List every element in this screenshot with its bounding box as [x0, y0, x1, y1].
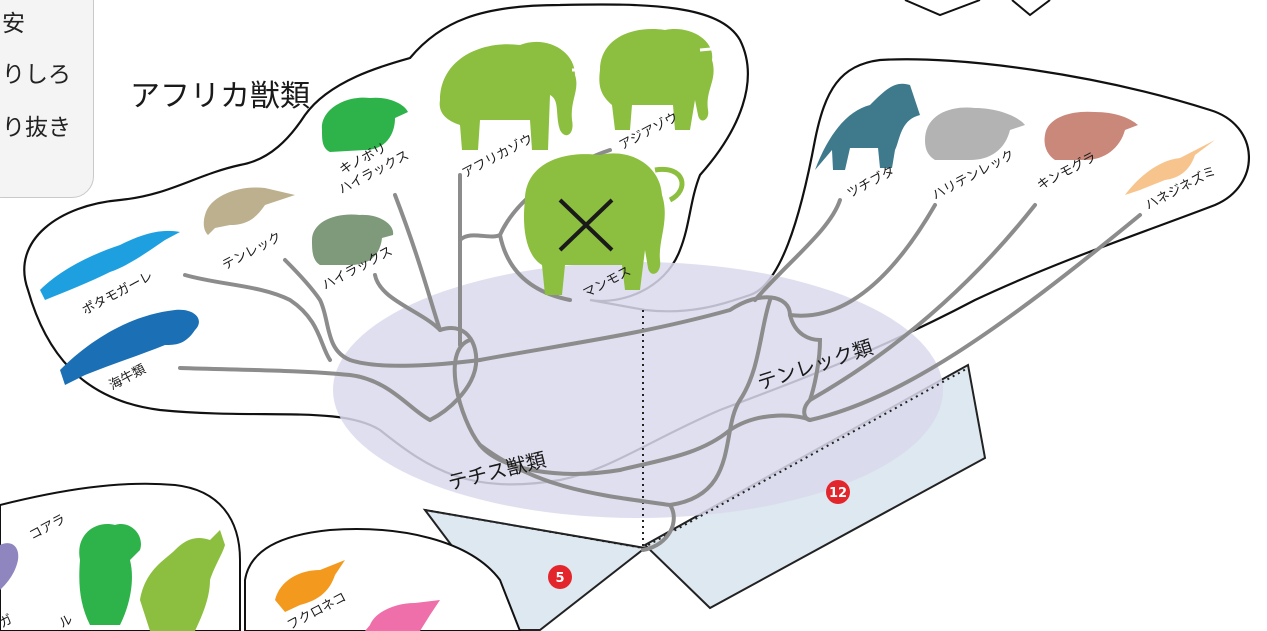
tree-hyrax-icon — [321, 97, 408, 152]
legend-line-2: りしろ — [2, 62, 71, 88]
legend-line-1: 安 — [2, 11, 25, 37]
tenrec-icon — [203, 187, 295, 235]
golden-mole-icon — [1044, 111, 1138, 160]
branch-aardvark — [753, 198, 842, 302]
kangaroo-icon — [140, 530, 225, 631]
branch-potamogale — [183, 273, 332, 362]
branch-tree-hyrax — [393, 193, 442, 332]
branch-hedgehog-tenrec — [788, 203, 937, 318]
hyrax-icon — [312, 214, 394, 265]
branch-tenrec-group — [668, 298, 772, 507]
pink-animal-icon — [365, 600, 440, 631]
quoll-icon — [275, 560, 345, 612]
label-partial-left-2: ル — [57, 612, 76, 631]
sirenia-icon — [60, 309, 199, 385]
purple-animal-icon — [0, 543, 19, 590]
phylo-tree — [178, 148, 1142, 552]
aardvark-icon — [815, 83, 920, 170]
mammoth-icon — [523, 153, 685, 295]
hedgehog-tenrec-icon — [925, 107, 1025, 160]
elephant-shrew-icon — [1125, 140, 1215, 195]
fold-line-left — [424, 509, 644, 549]
group-label-afrotheria: アフリカ獣類 — [130, 79, 310, 114]
legend-box — [0, 0, 94, 198]
fold-line-right — [642, 367, 969, 549]
branch-mammoth — [498, 233, 572, 302]
branch-tenrec — [283, 258, 482, 368]
cutout-outline-marsupial-right — [244, 528, 522, 631]
partial-cutout-top — [904, 0, 1051, 17]
asian-elephant-icon — [599, 29, 723, 130]
marker-12: 12 — [826, 480, 850, 504]
koala-icon — [79, 524, 141, 625]
potamogale-icon — [40, 230, 180, 300]
branch-afro-join — [428, 326, 479, 422]
legend-line-3: り抜き — [2, 115, 71, 141]
branch-root — [452, 338, 676, 552]
branch-link — [478, 295, 823, 422]
branch-golden-mole — [808, 203, 1037, 402]
marker-5-label: 5 — [555, 571, 564, 586]
marker-12-label: 12 — [829, 486, 847, 501]
marker-5: 5 — [548, 565, 572, 589]
branch-tethys-right — [478, 413, 812, 476]
branch-elephant-shrew — [808, 213, 1142, 422]
branch-hyrax — [373, 273, 442, 332]
african-elephant-icon — [439, 41, 590, 150]
branch-sirenia — [178, 366, 432, 422]
tethytheria-ellipse — [333, 262, 943, 518]
